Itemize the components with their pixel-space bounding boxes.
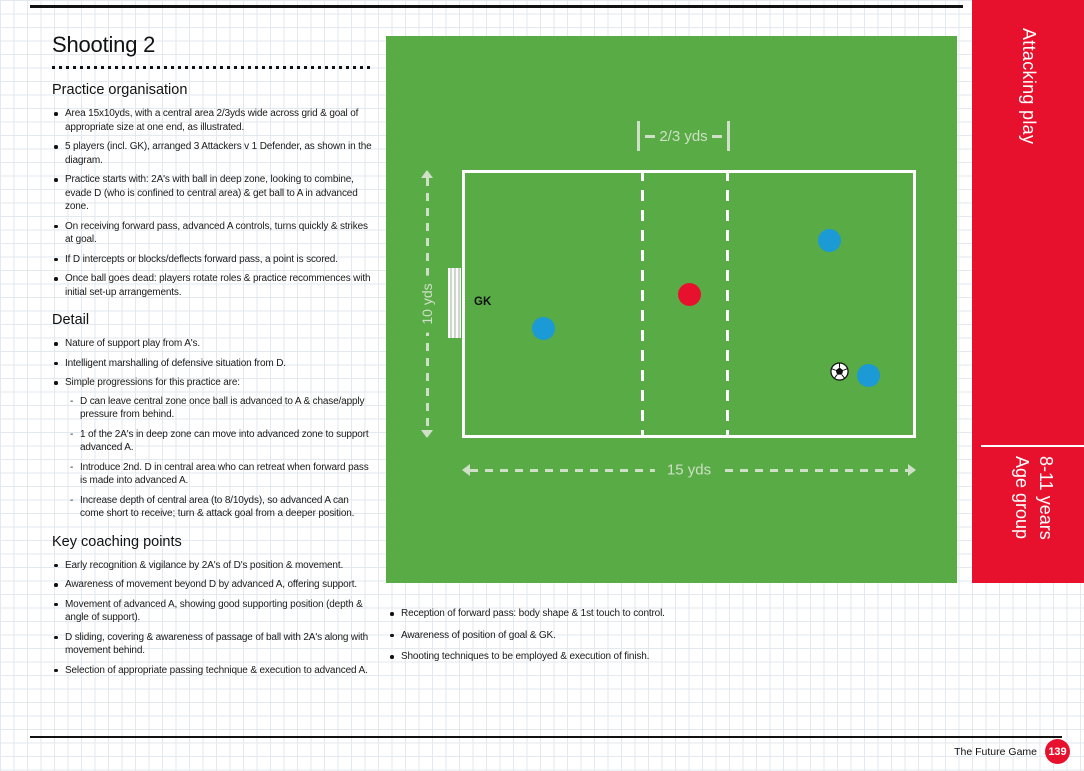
dimension-tick: [637, 121, 640, 151]
list-item: Once ball goes dead: players rotate role…: [52, 272, 374, 299]
list-item: Reception of forward pass: body shape & …: [388, 607, 948, 621]
arrow-left-icon: [462, 464, 470, 476]
player-attacker: [531, 316, 555, 340]
dimension-10-yds: 10 yds: [418, 170, 436, 438]
arrow-right-icon: [908, 464, 916, 476]
list-item: Movement of advanced A, showing good sup…: [52, 598, 374, 625]
list-item-text: Simple progressions for this practice ar…: [65, 377, 240, 388]
bottom-bullet-list: Reception of forward pass: body shape & …: [388, 607, 948, 664]
list-item: Simple progressions for this practice ar…: [52, 376, 374, 521]
player-attacker: [856, 363, 880, 387]
list-item: Intelligent marshalling of defensive sit…: [52, 357, 374, 371]
list-item: Awareness of movement beyond D by advanc…: [52, 578, 374, 592]
detail-sub-list: D can leave central zone once ball is ad…: [65, 395, 374, 521]
section-heading-detail: Detail: [52, 312, 90, 328]
dimension-15-yds: 15 yds: [462, 461, 916, 479]
sub-list-item: Increase depth of central area (to 8/10y…: [70, 494, 374, 521]
list-item: Shooting techniques to be employed & exe…: [388, 650, 948, 664]
sub-list-item: D can leave central zone once ball is ad…: [70, 395, 374, 422]
banner-age-group: Age group 8-11 years: [1010, 456, 1058, 540]
bottom-bullets: Reception of forward pass: body shape & …: [388, 607, 948, 672]
depth-dimension-label: 10 yds: [418, 275, 436, 333]
top-rule: [30, 5, 963, 8]
section-heading-practice-organisation: Practice organisation: [52, 82, 188, 98]
right-banner: Attacking play Age group 8-11 years: [972, 0, 1084, 583]
dimension-2-3-yds: 2/3 yds: [637, 120, 730, 152]
banner-divider: [981, 445, 1084, 447]
playing-area: [462, 170, 916, 438]
sub-list-item: Introduce 2nd. D in central area who can…: [70, 461, 374, 488]
dimension-tick: [727, 121, 730, 151]
brand-title: The Future Game: [954, 745, 1037, 758]
list-item: If D intercepts or blocks/deflects forwa…: [52, 253, 374, 267]
key-coaching-points-list: Early recognition & vigilance by 2A's of…: [52, 559, 374, 678]
arrow-up-icon: [421, 170, 433, 178]
footer-rule: [30, 736, 1062, 738]
player-attacker: [817, 228, 841, 252]
practice-organisation-list: Area 15x10yds, with a central area 2/3yd…: [52, 107, 374, 299]
list-item: 5 players (incl. GK), arranged 3 Attacke…: [52, 140, 374, 167]
list-item: Awareness of position of goal & GK.: [388, 629, 948, 643]
zone-divider-line: [726, 170, 729, 438]
detail-list: Nature of support play from A's. Intelli…: [52, 337, 374, 521]
zone-divider-line: [641, 170, 644, 438]
banner-age-line2: 8-11 years: [1036, 456, 1056, 540]
dimension-dash: [711, 134, 722, 138]
title-underline: [52, 66, 374, 69]
dimension-dash: [645, 134, 656, 138]
list-item: Nature of support play from A's.: [52, 337, 374, 351]
page-title: Shooting 2: [52, 32, 156, 57]
list-item: D sliding, covering & awareness of passa…: [52, 631, 374, 658]
list-item: Practice starts with: 2A's with ball in …: [52, 173, 374, 214]
page-number-badge: 139: [1045, 739, 1070, 764]
banner-topic-label: Attacking play: [1019, 28, 1039, 145]
sub-list-item: 1 of the 2A's in deep zone can move into…: [70, 428, 374, 455]
list-item: Selection of appropriate passing techniq…: [52, 664, 374, 678]
soccer-ball-icon: [829, 361, 849, 381]
length-dimension-label: 15 yds: [654, 461, 724, 479]
pitch: 2/3 yds GK 10 yds 15 yds: [386, 36, 957, 583]
player-defender: [677, 282, 701, 306]
list-item: Area 15x10yds, with a central area 2/3yd…: [52, 107, 374, 134]
width-dimension-label: 2/3 yds: [659, 127, 708, 145]
banner-age-line1: Age group: [1012, 456, 1032, 540]
goal: [448, 268, 461, 338]
left-column: Shooting 2 Practice organisation Area 15…: [52, 32, 374, 683]
section-heading-key-coaching-points: Key coaching points: [52, 533, 182, 550]
footer: The Future Game 139: [954, 739, 1070, 764]
list-item: On receiving forward pass, advanced A co…: [52, 220, 374, 247]
list-item: Early recognition & vigilance by 2A's of…: [52, 559, 374, 573]
gk-label: GK: [474, 296, 492, 308]
arrow-down-icon: [421, 430, 433, 438]
